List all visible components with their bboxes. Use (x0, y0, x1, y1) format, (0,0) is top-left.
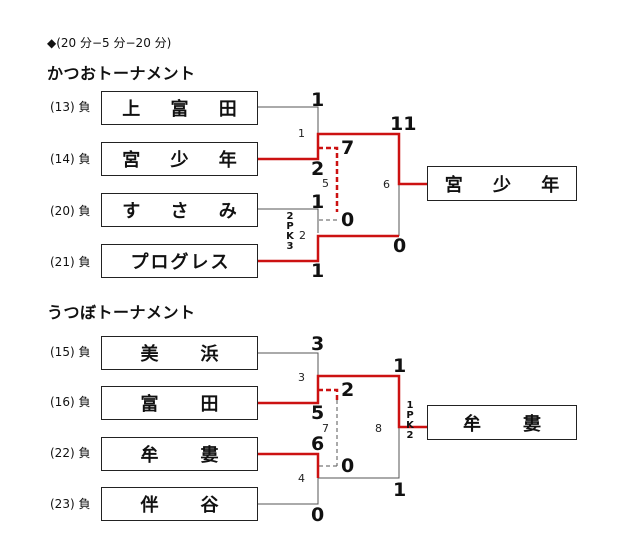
pk-char: 2 (406, 430, 414, 441)
team-box: 宮 少 年 (101, 142, 258, 176)
team-name: 牟 婁 (140, 445, 231, 466)
pk-char: P (406, 410, 414, 421)
champion-name: 牟 婁 (463, 413, 553, 435)
team-name: 富 田 (140, 394, 231, 415)
match-number: 2 (299, 229, 306, 242)
team-seed: (21) 負 (50, 255, 91, 269)
champion-name: 宮 少 年 (444, 174, 572, 196)
team-seed: (13) 負 (50, 100, 91, 114)
pk-char: 2 (286, 211, 294, 222)
score: 0 (341, 209, 355, 231)
team-seed: (20) 負 (50, 204, 91, 218)
team-name: す さ み (122, 201, 249, 222)
team-box: 伴 谷 (101, 487, 258, 521)
score: 1 (311, 89, 325, 111)
line-t2-semi-top (318, 388, 339, 400)
pk-char: P (286, 221, 294, 232)
pk-char: 3 (286, 241, 294, 252)
score: 2 (311, 158, 325, 180)
pk-char: 1 (406, 400, 414, 411)
line-t2-top-path (258, 374, 427, 429)
tournament-title: かつおトーナメント (47, 64, 196, 83)
team-name: プログレス (130, 252, 231, 273)
team-seed: (16) 負 (50, 395, 91, 409)
team-seed: (14) 負 (50, 152, 91, 166)
match-number: 7 (322, 422, 329, 435)
score: 5 (311, 402, 325, 424)
format-note: ◆(20 分−5 分−20 分) (47, 36, 172, 50)
team-seed: (22) 負 (50, 446, 91, 460)
match-number: 4 (298, 472, 305, 485)
score: 0 (341, 455, 355, 477)
line-t1-r2-top (258, 208, 319, 233)
match-number: 1 (298, 127, 305, 140)
line-t2-r1-top (258, 352, 319, 376)
score: 1 (393, 479, 407, 501)
line-t2-final-bottom (318, 427, 400, 479)
team-box: 上 富 田 (101, 91, 258, 125)
match-number: 6 (383, 178, 390, 191)
score: 1 (311, 260, 325, 282)
line-t1-winner-path (258, 132, 427, 186)
score: 1 (311, 191, 325, 213)
team-name: 上 富 田 (122, 99, 249, 120)
team-name: 伴 谷 (140, 495, 231, 516)
champion-box: 宮 少 年 (427, 166, 577, 201)
team-name: 美 浜 (140, 344, 231, 365)
score: 2 (341, 379, 355, 401)
team-box: プログレス (101, 244, 258, 278)
team-name: 宮 少 年 (122, 150, 249, 171)
pk-char: K (286, 231, 294, 242)
pk-char: K (406, 420, 414, 431)
score: 7 (341, 137, 355, 159)
pk-score: 2 P K 3 (285, 212, 295, 252)
team-box: 牟 婁 (101, 437, 258, 471)
tournament-title: うつぼトーナメント (47, 303, 196, 322)
line-t1-r1-top (258, 106, 319, 134)
team-seed: (15) 負 (50, 345, 91, 359)
score: 11 (390, 113, 417, 135)
match-number: 5 (322, 177, 329, 190)
score: 3 (311, 333, 325, 355)
line-t2-r2-bottom (258, 478, 319, 505)
line-t2-r2-winner (258, 452, 320, 478)
team-box: 美 浜 (101, 336, 258, 370)
match-number: 8 (375, 422, 382, 435)
score: 6 (311, 433, 325, 455)
team-box: 富 田 (101, 386, 258, 420)
team-box: す さ み (101, 193, 258, 227)
score: 0 (311, 504, 325, 526)
line-t1-r2-winner (258, 234, 399, 263)
score: 0 (393, 235, 407, 257)
team-seed: (23) 負 (50, 497, 91, 511)
line-t1-semi-top (318, 146, 339, 212)
pk-score: 1 P K 2 (405, 401, 415, 441)
champion-box: 牟 婁 (427, 405, 577, 440)
match-number: 3 (298, 371, 305, 384)
score: 1 (393, 355, 407, 377)
